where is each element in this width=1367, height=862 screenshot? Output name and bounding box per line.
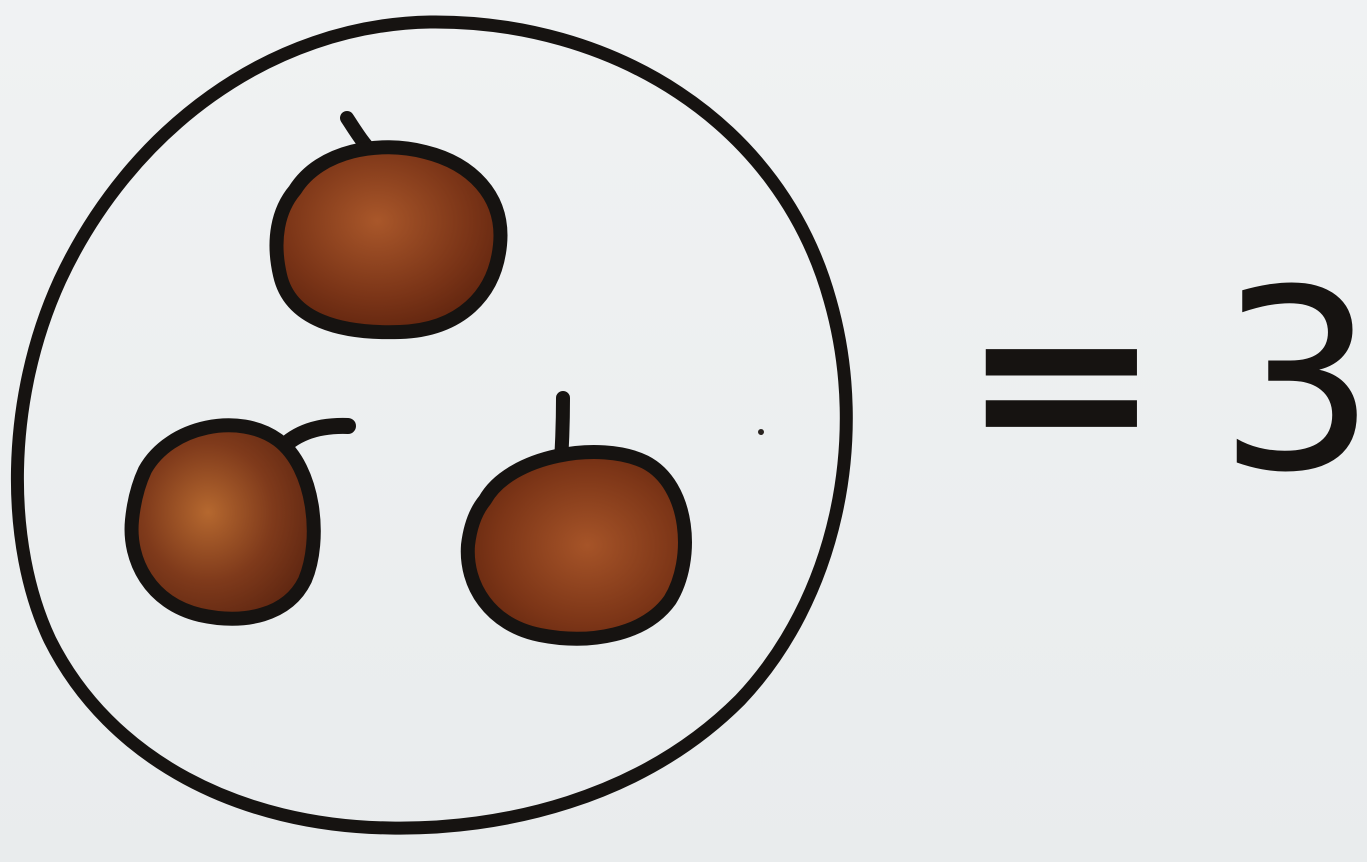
speck xyxy=(758,429,764,435)
apple-icon xyxy=(276,118,500,332)
apple-icon xyxy=(468,398,685,639)
equation: = 3 xyxy=(965,262,1367,502)
apple-icon xyxy=(132,425,348,618)
count-value: 3 xyxy=(1218,257,1367,507)
equals-sign: = xyxy=(960,267,1162,497)
group-circle xyxy=(17,22,846,828)
